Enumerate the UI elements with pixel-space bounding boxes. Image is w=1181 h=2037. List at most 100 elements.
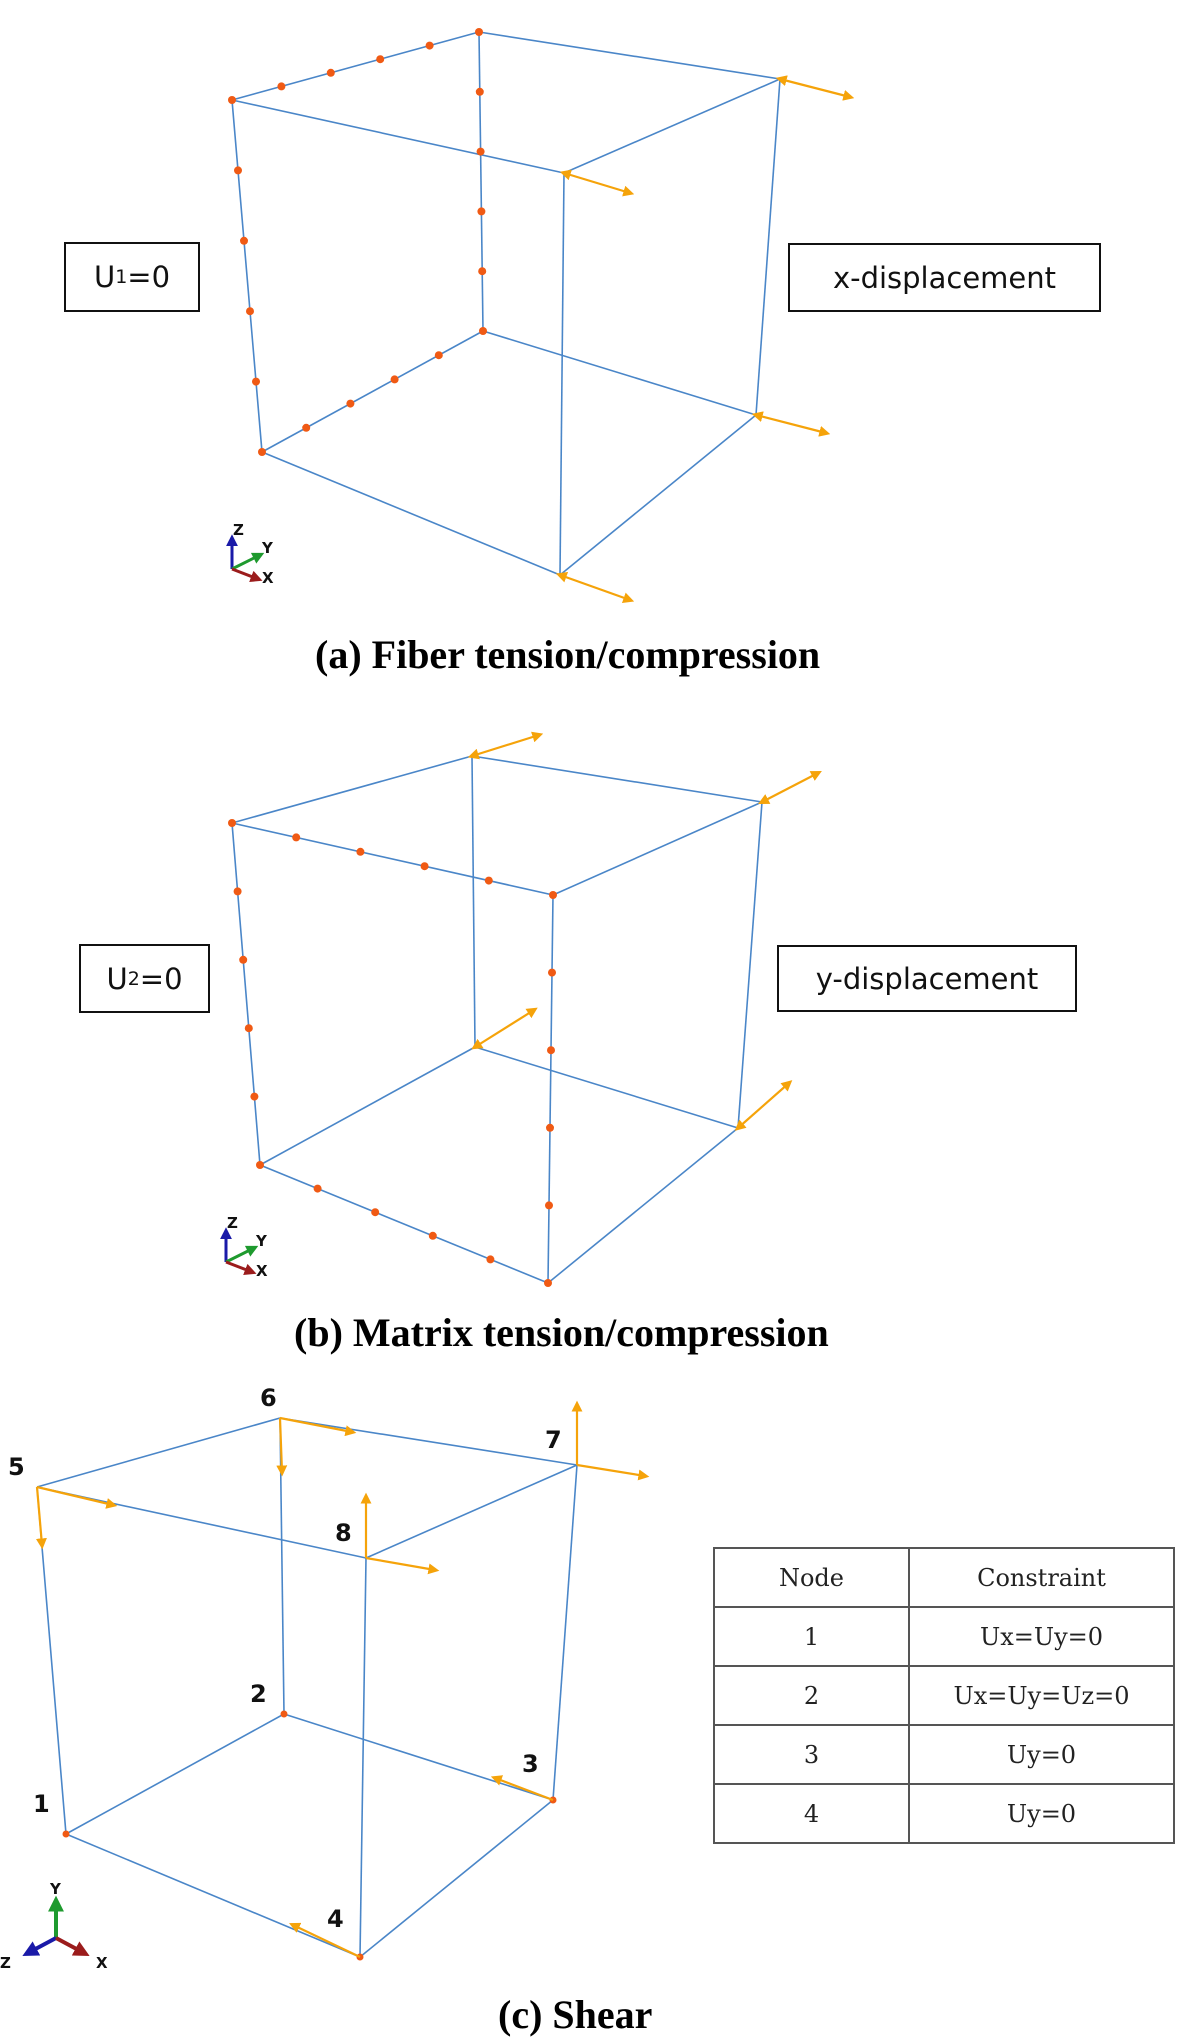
cube-edge	[547, 1127, 739, 1284]
node-label-1: 1	[33, 1790, 50, 1818]
boundary-node-marker	[356, 847, 365, 856]
cube-edge	[547, 894, 554, 1284]
fixed-node-marker	[280, 1710, 288, 1718]
cube-edge	[563, 78, 781, 174]
boundary-node-marker	[302, 423, 311, 432]
displacement-arrow	[559, 169, 635, 197]
cube-edge	[471, 755, 763, 803]
u2-rest: =0	[139, 961, 183, 996]
boundary-node-marker	[277, 82, 286, 91]
boundary-node-marker	[545, 1201, 553, 1210]
cube-edge	[559, 414, 757, 576]
cube-edge	[259, 1164, 549, 1284]
cube-fiber-panel: ZYX	[226, 28, 855, 603]
boundary-node-marker	[475, 28, 483, 36]
displacement-arrow	[734, 1080, 793, 1131]
cube-edge	[259, 1046, 476, 1166]
boundary-node-marker	[252, 377, 260, 386]
cube-edge	[478, 31, 781, 80]
boundary-node-marker	[228, 96, 236, 104]
boundary-node-marker	[228, 819, 236, 827]
axis-z-arrow	[22, 1936, 57, 1957]
cell-node: 2	[713, 1665, 910, 1726]
load-label-b: y-displacement	[777, 945, 1077, 1012]
cell-constraint: Ux=Uy=0	[908, 1606, 1175, 1667]
load-arrow	[365, 1556, 440, 1575]
caption-b: (b) Matrix tension/compression	[294, 1310, 829, 1355]
boundary-node-marker	[244, 1024, 253, 1033]
load-arrow	[35, 1486, 47, 1550]
boundary-node-marker	[425, 41, 434, 50]
cube-edge	[359, 1557, 367, 1958]
cube-edge	[261, 451, 561, 576]
axis-y-label: Y	[261, 539, 274, 557]
node-label-7: 7	[545, 1426, 562, 1454]
axis-y-label: Y	[255, 1232, 268, 1250]
cell-node: 4	[713, 1783, 910, 1844]
axis-x-label: X	[262, 569, 274, 587]
cube-edge	[482, 330, 757, 416]
cube-edge	[365, 1464, 578, 1559]
fixed-node-marker	[62, 1830, 70, 1838]
boundary-node-marker	[233, 887, 242, 896]
boundary-node-marker	[477, 207, 486, 216]
header-constraint: Constraint	[908, 1547, 1175, 1608]
boundary-node-marker	[326, 68, 335, 77]
node-label-4: 4	[327, 1905, 344, 1933]
cube-edge	[283, 1713, 554, 1801]
boundary-node-marker	[292, 833, 301, 842]
cube-matrix-panel: ZYX	[220, 731, 822, 1287]
axis-z-label: Z	[227, 1214, 238, 1232]
node-label-6: 6	[260, 1384, 277, 1412]
axis-y-arrow	[225, 1245, 259, 1264]
axis-z-label: Z	[0, 1954, 11, 1972]
axis-x-label: X	[96, 1954, 108, 1972]
boundary-node-marker	[549, 891, 557, 899]
boundary-node-marker	[250, 1092, 259, 1101]
cube-edge	[65, 1713, 285, 1835]
cube-edge	[359, 1799, 554, 1958]
boundary-node-marker	[544, 1279, 552, 1287]
displacement-arrow	[775, 75, 855, 101]
cube-edge	[231, 822, 554, 896]
u1-sub: 1	[115, 266, 128, 288]
node-label-3: 3	[522, 1750, 539, 1778]
axis-x-arrow	[55, 1936, 90, 1957]
cube-edge	[737, 801, 763, 1129]
boundary-node-marker	[313, 1184, 322, 1193]
axis-y-arrow	[231, 552, 265, 571]
axis-x-label: X	[256, 1262, 268, 1280]
displacement-arrow	[758, 770, 822, 805]
cell-node: 1	[713, 1606, 910, 1667]
boundary-node-marker	[376, 55, 385, 64]
node-label-8: 8	[335, 1519, 352, 1547]
cube-edge	[552, 1464, 578, 1801]
cube-edge	[65, 1833, 361, 1958]
boundary-node-marker	[475, 87, 484, 96]
cell-node: 3	[713, 1724, 910, 1785]
u2-sub: 2	[127, 967, 140, 990]
table-header-row: Node Constraint	[713, 1547, 1175, 1608]
boundary-node-marker	[484, 876, 493, 885]
cell-constraint: Uy=0	[908, 1724, 1175, 1785]
cube-edge	[231, 755, 473, 824]
cube-edge	[36, 1417, 281, 1488]
boundary-node-marker	[390, 375, 399, 384]
cube-edge	[231, 99, 263, 453]
cube-edge	[231, 31, 480, 101]
cube-edge	[559, 172, 565, 576]
node-label-5: 5	[8, 1453, 25, 1481]
boundary-node-marker	[546, 1123, 554, 1132]
load-arrow	[276, 1417, 288, 1477]
cube-edge	[36, 1486, 367, 1559]
displacement-arrow	[467, 731, 544, 760]
cube-edge	[231, 822, 261, 1166]
boundary-node-marker	[239, 955, 248, 964]
boundary-node-marker	[476, 147, 485, 156]
